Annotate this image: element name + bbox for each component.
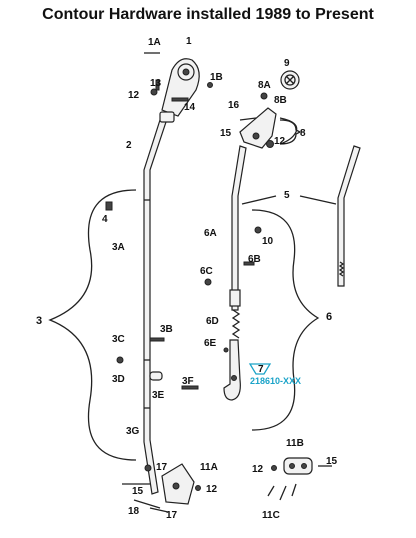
label-6b: 6B bbox=[248, 254, 261, 265]
label-8a: 8A bbox=[258, 80, 271, 91]
label-15-top: 15 bbox=[220, 128, 232, 139]
label-7: 7 bbox=[258, 364, 264, 375]
label-3g: 3G bbox=[126, 426, 140, 437]
label-8: 8 bbox=[300, 128, 306, 139]
label-6a: 6A bbox=[204, 228, 217, 239]
label-1b: 1B bbox=[210, 72, 223, 83]
label-1: 1 bbox=[186, 36, 192, 47]
label-9: 9 bbox=[284, 58, 290, 69]
hinge-assembly-11a bbox=[122, 463, 201, 513]
label-3f: 3F bbox=[182, 376, 194, 387]
label-8b: 8B bbox=[274, 95, 287, 106]
label-6e: 6E bbox=[204, 338, 217, 349]
label-6: 6 bbox=[326, 311, 332, 323]
group-6-brace bbox=[251, 209, 320, 431]
label-6d: 6D bbox=[206, 316, 219, 327]
bracket-assembly bbox=[239, 70, 300, 149]
label-11c: 11C bbox=[262, 510, 280, 521]
label-5: 5 bbox=[284, 190, 290, 201]
label-12-top: 12 bbox=[128, 90, 140, 101]
label-3c: 3C bbox=[112, 334, 125, 345]
label-4: 4 bbox=[102, 214, 108, 225]
label-13: 13 bbox=[150, 78, 162, 89]
label-11a: 11A bbox=[200, 462, 218, 473]
label-17-bottom: 17 bbox=[166, 510, 178, 521]
label-3e: 3E bbox=[152, 390, 165, 401]
part-7-box bbox=[248, 363, 272, 375]
label-16: 16 bbox=[228, 100, 240, 111]
label-10: 10 bbox=[262, 236, 274, 247]
label-15-hinge-b: 15 bbox=[326, 456, 338, 467]
label-3b: 3B bbox=[160, 324, 173, 335]
label-17-top: 17 bbox=[156, 462, 168, 473]
label-18: 18 bbox=[128, 506, 140, 517]
small-hardware bbox=[105, 201, 262, 390]
label-12-hinge-a: 12 bbox=[206, 484, 218, 495]
label-12-right: 12 bbox=[274, 136, 286, 147]
label-6c: 6C bbox=[200, 266, 213, 277]
label-2: 2 bbox=[126, 140, 132, 151]
part-number-label: 218610-XXX bbox=[250, 376, 301, 386]
group-8-brace bbox=[279, 119, 302, 145]
label-12-hinge-b: 12 bbox=[252, 464, 264, 475]
label-11b: 11B bbox=[286, 438, 304, 449]
label-3a: 3A bbox=[112, 242, 125, 253]
label-3: 3 bbox=[36, 315, 42, 327]
part-5-arrow-right bbox=[299, 195, 337, 205]
hinge-assembly-11b bbox=[267, 457, 332, 501]
left-tube bbox=[143, 119, 167, 495]
part-5-arrow-left bbox=[241, 195, 277, 205]
group-3-brace bbox=[48, 189, 137, 461]
standalone-tube bbox=[337, 145, 361, 287]
label-14: 14 bbox=[184, 102, 196, 113]
middle-tube bbox=[223, 145, 247, 401]
label-3d: 3D bbox=[112, 374, 125, 385]
label-15-hinge-a: 15 bbox=[132, 486, 144, 497]
label-1a: 1A bbox=[148, 37, 161, 48]
page-title: Contour Hardware installed 1989 to Prese… bbox=[42, 6, 374, 23]
gear-assembly bbox=[144, 52, 213, 123]
